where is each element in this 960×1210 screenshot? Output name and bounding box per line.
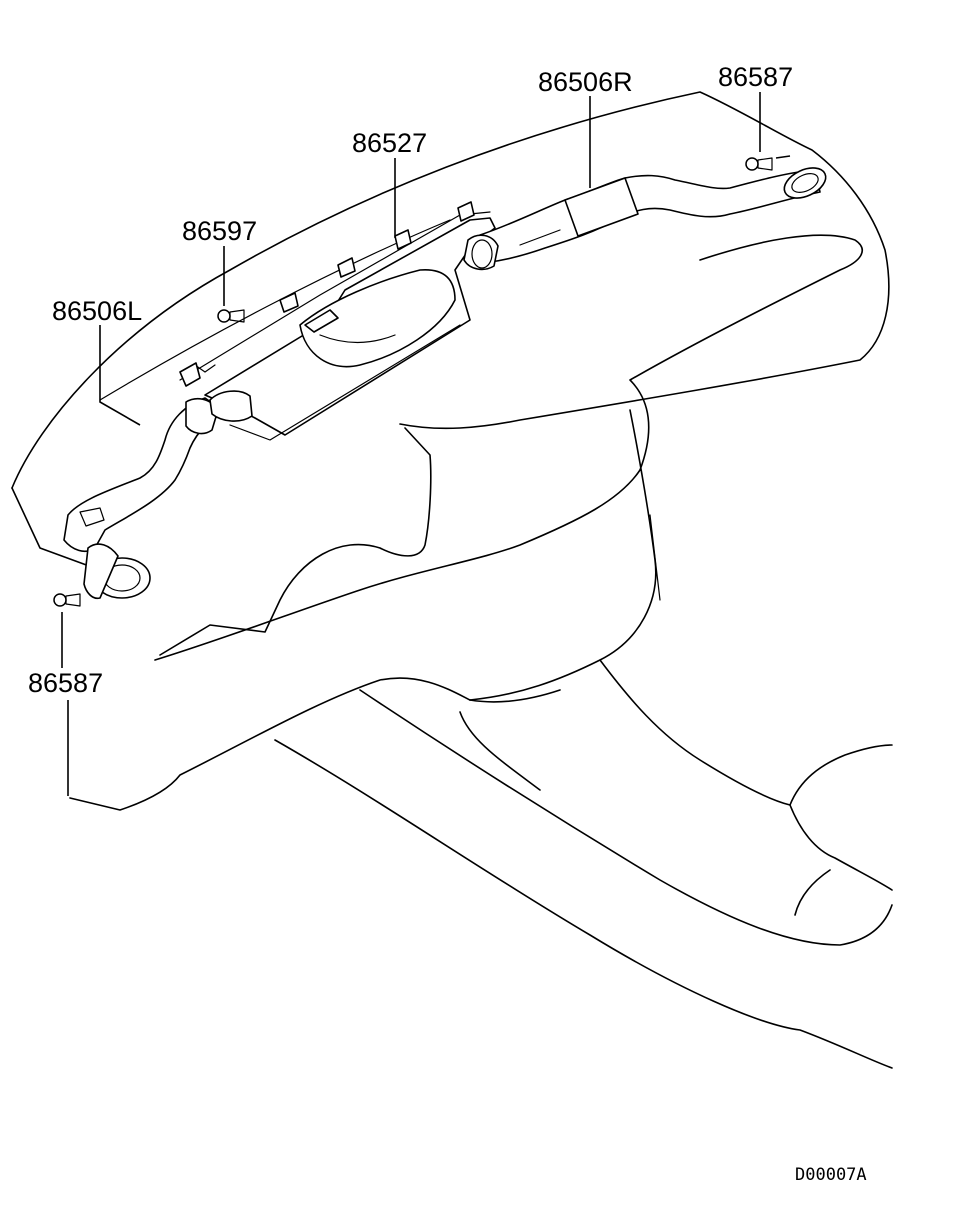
label-duct-right: 86506R <box>538 67 633 97</box>
diagram-code: D00007A <box>795 1165 867 1185</box>
label-fastener-top-right: 86587 <box>718 62 793 92</box>
label-fastener-bottom-left: 86587 <box>28 668 103 698</box>
dashboard-outline <box>11 91 893 1069</box>
label-center-duct: 86527 <box>352 128 427 158</box>
right-duct <box>463 167 827 271</box>
fastener-top-right-icon <box>745 157 773 171</box>
leader-lines <box>61 92 791 796</box>
label-clip: 86597 <box>182 216 257 246</box>
clip-icon <box>217 309 245 323</box>
left-duct <box>63 397 226 600</box>
label-duct-left: 86506L <box>52 296 142 326</box>
fastener-bottom-left-icon <box>53 593 81 607</box>
